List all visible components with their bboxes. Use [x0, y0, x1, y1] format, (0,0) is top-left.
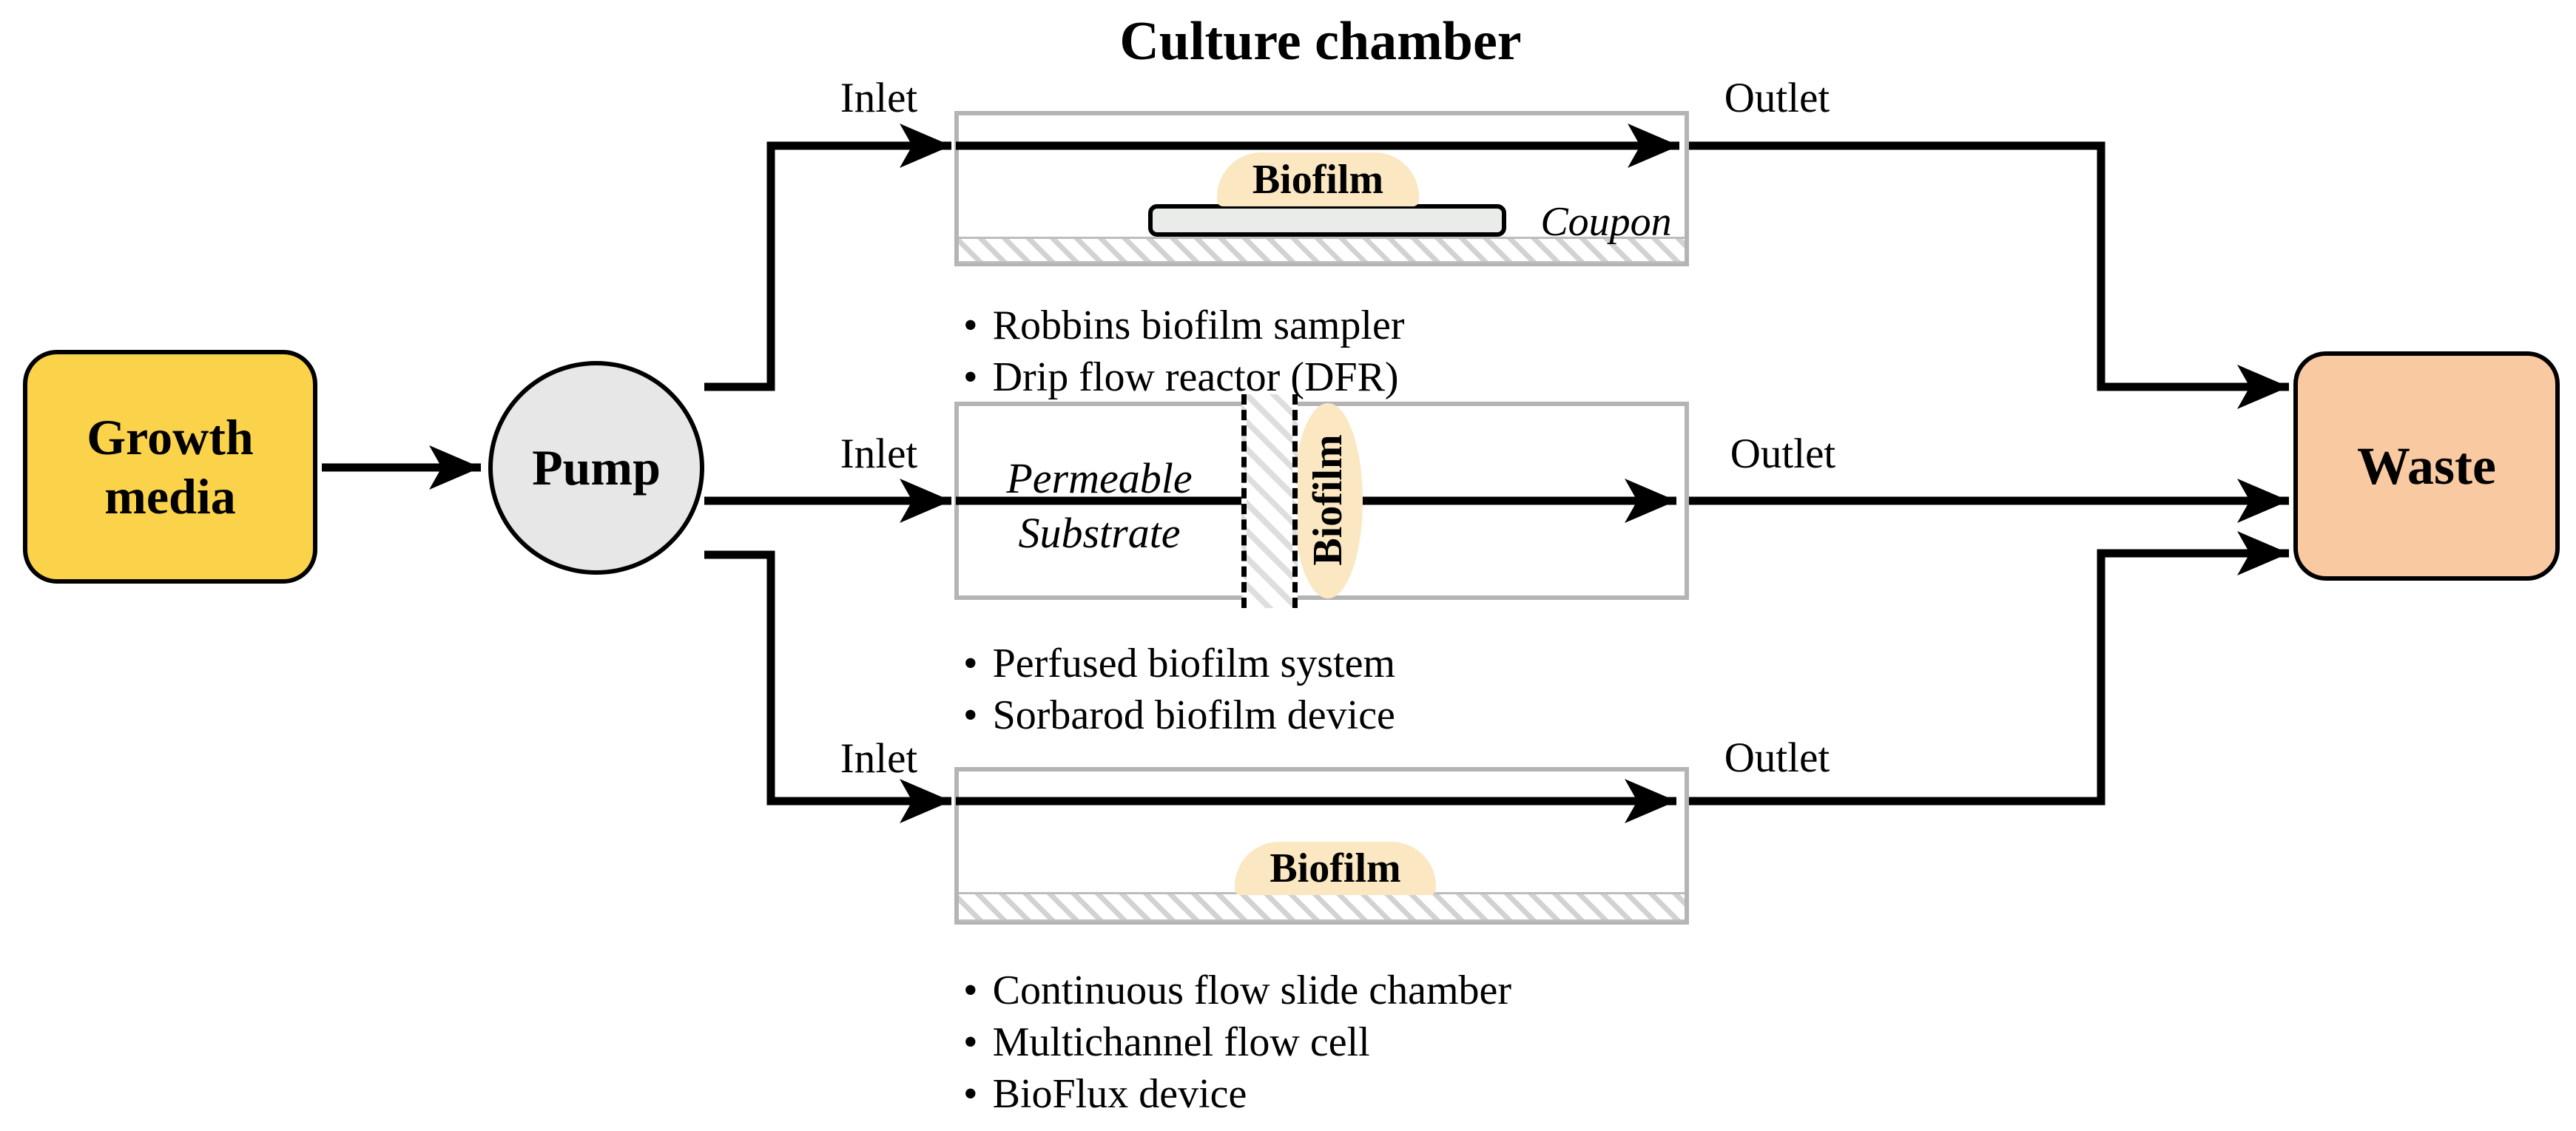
chamber-top-outlet-label: Outlet	[1724, 75, 1830, 121]
growth-media-label: Growth media	[87, 409, 254, 524]
device-item: Continuous flow slide chamber	[963, 965, 1511, 1016]
waste-label: Waste	[2357, 436, 2496, 496]
chamber-bottom	[954, 767, 1689, 925]
chamber-bottom-biofilm-label: Biofilm	[1270, 845, 1401, 891]
chamber-top-biofilm-label: Biofilm	[1252, 156, 1384, 203]
coupon-label: Coupon	[1540, 199, 1672, 245]
chamber-top-biofilm-dome: Biofilm	[1217, 152, 1419, 206]
chamber-top	[954, 111, 1689, 266]
pump-to-top-chamber-arrow	[704, 124, 951, 391]
device-item: Drip flow reactor (DFR)	[963, 351, 1404, 403]
chamber-middle-permeable-plug	[1241, 394, 1298, 608]
chamber-top-substratum-hatch	[959, 237, 1685, 263]
chamber-bottom-inlet-label: Inlet	[840, 735, 918, 782]
pump-to-bottom-chamber-arrow	[704, 550, 951, 823]
coupon-slab	[1148, 204, 1506, 237]
permeable-substrate-line2: Substrate	[1018, 509, 1181, 557]
pump-label: Pump	[532, 439, 661, 496]
pump-node: Pump	[488, 361, 704, 575]
bottom-chamber-to-waste-arrow	[1689, 531, 2289, 806]
chamber-bottom-outlet-label: Outlet	[1724, 735, 1830, 781]
chamber-middle-inlet-label: Inlet	[840, 431, 918, 477]
chamber-bottom-device-list: Continuous flow slide chamber Multichann…	[963, 965, 1511, 1120]
device-item: Multichannel flow cell	[963, 1016, 1511, 1068]
chamber-middle-biofilm-label: Biofilm	[1305, 434, 1351, 566]
chamber-middle-outlet-label: Outlet	[1730, 431, 1836, 477]
chamber-middle-device-list: Perfused biofilm system Sorbarod biofilm…	[963, 638, 1395, 741]
chamber-top-device-list: Robbins biofilm sampler Drip flow reacto…	[963, 300, 1405, 403]
chamber-middle-biofilm-band	[1293, 403, 1363, 598]
permeable-substrate-label: Permeable Substrate	[962, 451, 1237, 561]
top-chamber-to-waste-arrow	[1689, 141, 2289, 409]
permeable-substrate-line1: Permeable	[1006, 454, 1193, 502]
device-item: Perfused biofilm system	[963, 638, 1395, 689]
waste-node: Waste	[2293, 351, 2560, 581]
device-item: Sorbarod biofilm device	[963, 689, 1395, 741]
growth-media-node: Growth media	[23, 350, 317, 584]
device-item: Robbins biofilm sampler	[963, 300, 1405, 351]
chamber-bottom-substratum-hatch	[959, 892, 1685, 922]
diagram-title: Culture chamber	[1119, 11, 1522, 72]
chamber-top-inlet-label: Inlet	[840, 75, 918, 121]
chamber-bottom-biofilm-dome: Biofilm	[1235, 842, 1436, 895]
device-item: BioFlux device	[963, 1068, 1511, 1120]
